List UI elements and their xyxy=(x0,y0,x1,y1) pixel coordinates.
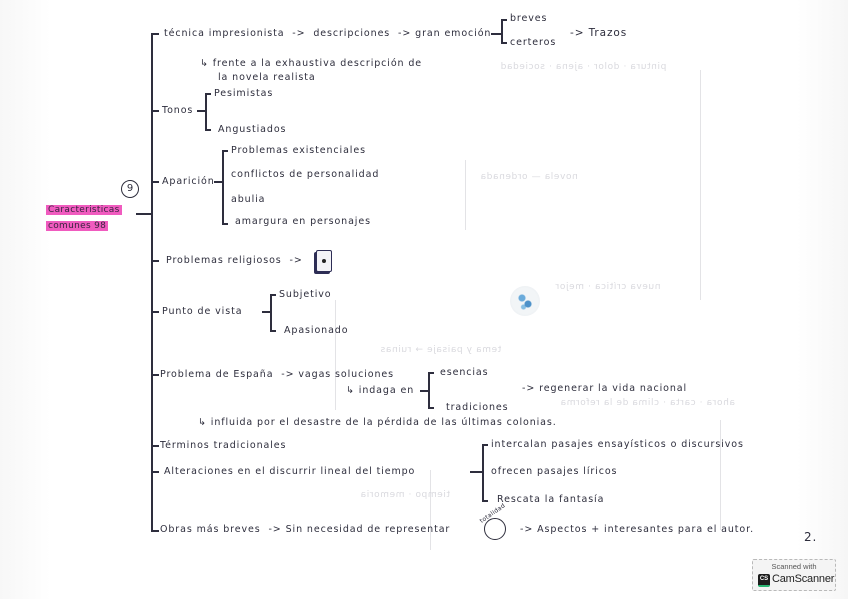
sub-item: Subjetivo xyxy=(279,289,332,300)
sub-bracket xyxy=(428,372,430,408)
branch-tick xyxy=(151,181,159,183)
sub-connector xyxy=(491,33,501,35)
sub-item: certeros xyxy=(510,37,557,48)
sub-tick xyxy=(270,330,276,332)
sub-connector xyxy=(420,390,428,392)
sub-item: intercalan pasajes ensayísticos o discur… xyxy=(491,439,744,450)
watermark-caption: Scanned with xyxy=(771,562,817,571)
branch-note: la novela realista xyxy=(218,72,316,83)
sub-bracket xyxy=(482,444,484,501)
branch-note: ↳ frente a la exhaustiva descripción de xyxy=(200,58,423,69)
branch-religiosos: Problemas religiosos -> xyxy=(166,255,303,266)
sub-item: Angustiados xyxy=(218,124,287,135)
branch-alteraciones: Alteraciones en el discurrir lineal del … xyxy=(164,466,416,477)
root-connector xyxy=(136,213,152,215)
book-icon xyxy=(316,250,332,272)
branch-tick xyxy=(151,374,159,376)
sub-item: Pesimistas xyxy=(214,88,274,99)
branch-tick xyxy=(151,530,159,532)
sub-tick xyxy=(205,129,211,131)
branch-tonos: Tonos xyxy=(162,105,194,116)
sub-tick xyxy=(428,407,434,409)
bleed-through-line xyxy=(465,160,466,230)
branch-tick xyxy=(151,471,159,473)
sub-connector xyxy=(262,311,270,313)
root-title-line1: Caracteristicas xyxy=(46,205,122,215)
bleed-through-text: ahora · carta · clima de la reforma xyxy=(560,398,735,408)
sub-result: -> Trazos xyxy=(570,27,628,39)
sub-item: conflictos de personalidad xyxy=(231,169,380,180)
branch-result: -> Aspectos + interesantes para el autor… xyxy=(520,524,754,535)
branch-tick xyxy=(151,311,159,313)
sub-connector xyxy=(214,181,222,183)
sub-tick xyxy=(482,500,488,502)
bleed-through-text: novela — ordenada xyxy=(480,172,578,182)
bleed-through-line xyxy=(430,470,431,550)
main-bracket xyxy=(151,33,153,531)
sub-item: breves xyxy=(510,13,548,24)
sub-tick xyxy=(270,294,276,296)
sub-tick xyxy=(222,150,228,152)
sub-result: -> regenerar la vida nacional xyxy=(522,383,688,394)
branch-terminos: Términos tradicionales xyxy=(160,440,287,451)
branch-tick xyxy=(151,110,159,112)
sub-item: Problemas existenciales xyxy=(231,145,366,156)
sub-tick xyxy=(222,223,228,225)
root-title-line2: comunes 98 xyxy=(46,221,109,231)
sub-bracket xyxy=(501,19,503,43)
sub-connector xyxy=(197,110,205,112)
sub-tick xyxy=(501,19,507,21)
bleed-through-line xyxy=(720,420,721,530)
page-number: 2. xyxy=(804,530,818,544)
branch-espana: Problema de España -> vagas soluciones xyxy=(160,369,394,380)
face-icon xyxy=(484,518,506,540)
ink-blob xyxy=(510,286,540,316)
sub-bracket xyxy=(222,150,224,224)
sub-item: Apasionado xyxy=(284,325,349,336)
sub-tick xyxy=(205,93,211,95)
sub-item: amargura en personajes xyxy=(235,216,371,227)
sub-item: ofrecen pasajes líricos xyxy=(491,466,618,477)
sub-item: tradiciones xyxy=(446,402,509,413)
sub-item: Rescata la fantasía xyxy=(497,494,605,505)
bleed-through-text: tiempo · memoria xyxy=(360,490,451,500)
sub-tick xyxy=(482,444,488,446)
branch-note: ↳ influida por el desastre de la pérdida… xyxy=(198,417,557,428)
branch-tecnica: técnica impresionista -> descripciones -… xyxy=(164,28,492,39)
sub-item: abulia xyxy=(231,194,266,205)
bleed-through-text: tema y paisaje → ruinas xyxy=(380,345,502,355)
bleed-through-line xyxy=(335,300,336,410)
circled-number: 9 xyxy=(121,180,139,198)
branch-note: ↳ indaga en xyxy=(346,385,415,396)
branch-tick xyxy=(151,33,159,35)
sub-bracket xyxy=(270,294,272,331)
camscanner-logo-icon: CS xyxy=(758,574,770,587)
branch-punto-de-vista: Punto de vista xyxy=(162,306,243,317)
branch-aparicion: Aparición xyxy=(162,176,215,187)
sub-tick xyxy=(501,42,507,44)
bleed-through-text: pintura · dolor · ajena · sociedad xyxy=(500,62,667,72)
sub-bracket xyxy=(205,93,207,130)
watermark-brand: CamScanner xyxy=(772,573,835,585)
branch-obras: Obras más breves -> Sin necesidad de rep… xyxy=(160,524,451,535)
bleed-through-line xyxy=(700,70,701,300)
camscanner-watermark: Scanned with CS CamScanner xyxy=(752,559,836,591)
branch-tick xyxy=(151,260,159,262)
bleed-through-text: nueva crítica · mejor xyxy=(555,282,661,292)
branch-tick xyxy=(151,445,159,447)
sub-tick xyxy=(428,372,434,374)
sub-connector xyxy=(470,471,482,473)
sub-item: esencias xyxy=(440,367,489,378)
